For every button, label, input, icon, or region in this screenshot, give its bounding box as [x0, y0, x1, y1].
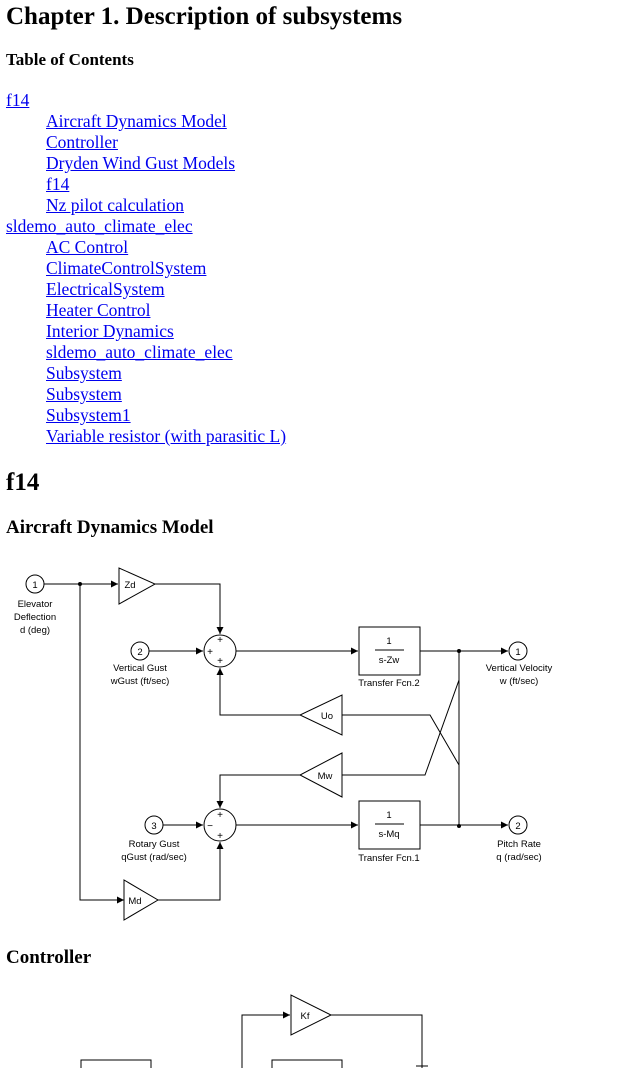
toc-link[interactable]: Aircraft Dynamics Model	[46, 111, 227, 131]
section-title-f14: f14	[6, 469, 40, 496]
transfer-fcn-1-block[interactable]: 1 s-Mq Transfer Fcn.1	[358, 800, 421, 864]
svg-text:Zd: Zd	[124, 580, 135, 591]
toc-link[interactable]: AC Control	[46, 237, 129, 257]
svg-text:+: +	[217, 810, 223, 821]
gain-mw-block[interactable]: Mw	[298, 752, 343, 798]
junction-dot	[457, 649, 461, 653]
toc-item[interactable]: Nz pilot calculation	[46, 195, 184, 215]
subsection-title-controller: Controller	[6, 947, 92, 968]
svg-text:2: 2	[137, 647, 142, 658]
toc-link[interactable]: sldemo_auto_climate_elec	[46, 342, 233, 362]
toc-item[interactable]: Controller	[46, 132, 118, 152]
svg-text:Vertical Gust: Vertical Gust	[113, 663, 167, 674]
toc-item[interactable]: Heater Control	[46, 300, 150, 320]
subsection-title-aircraft-dynamics: Aircraft Dynamics Model	[6, 517, 214, 538]
svg-text:Deflection: Deflection	[14, 612, 56, 623]
svg-text:Transfer Fcn.2: Transfer Fcn.2	[358, 678, 419, 689]
toc-heading: Table of Contents	[6, 50, 134, 69]
svg-text:Rotary Gust: Rotary Gust	[129, 839, 180, 850]
svg-text:s-Mq: s-Mq	[378, 829, 399, 840]
toc-item[interactable]: AC Control	[46, 237, 128, 257]
signal-lines	[44, 580, 508, 1068]
toc-item[interactable]: Variable resistor (with parasitic L)	[46, 426, 286, 446]
sum-block-upper[interactable]: + + +	[203, 634, 237, 668]
toc-link[interactable]: sldemo_auto_climate_elec	[6, 216, 193, 236]
svg-text:qGust (rad/sec): qGust (rad/sec)	[121, 852, 186, 863]
svg-text:d (deg): d (deg)	[20, 625, 50, 636]
inport-3-block[interactable]: 3 Rotary Gust qGust (rad/sec)	[121, 815, 187, 863]
toc-link[interactable]: Heater Control	[46, 300, 151, 320]
inport-1-block[interactable]: 1 Elevator Deflection d (deg)	[14, 574, 56, 636]
gain-md-block[interactable]: Md	[123, 879, 159, 921]
svg-text:+: +	[207, 647, 213, 658]
outport-2-block[interactable]: 2 Pitch Rate q (rad/sec)	[496, 815, 542, 863]
svg-text:1: 1	[515, 647, 520, 658]
chapter-title: Chapter 1. Description of subsystems	[6, 3, 403, 30]
toc-link[interactable]: f14	[6, 90, 30, 110]
toc-item[interactable]: f14	[46, 174, 69, 194]
svg-text:q (rad/sec): q (rad/sec)	[496, 852, 541, 863]
toc-link[interactable]: Subsystem1	[46, 405, 131, 425]
svg-text:Mw: Mw	[318, 771, 333, 782]
toc-link[interactable]: ClimateControlSystem	[46, 258, 207, 278]
svg-text:w (ft/sec): w (ft/sec)	[499, 676, 539, 687]
gain-uo-block[interactable]: Uo	[298, 694, 343, 736]
controller-block-partial[interactable]	[271, 1059, 343, 1068]
transfer-fcn-2-block[interactable]: 1 s-Zw Transfer Fcn.2	[358, 626, 421, 689]
toc-item[interactable]: ElectricalSystem	[46, 279, 165, 299]
toc-link[interactable]: Subsystem	[46, 363, 122, 383]
toc-item[interactable]: Interior Dynamics	[46, 321, 174, 341]
svg-text:s-Zw: s-Zw	[379, 655, 400, 666]
toc-link[interactable]: Subsystem	[46, 384, 122, 404]
outport-1-block[interactable]: 1 Vertical Velocity w (ft/sec)	[486, 641, 553, 687]
svg-text:Elevator: Elevator	[18, 599, 53, 610]
toc-item[interactable]: Aircraft Dynamics Model	[46, 111, 227, 131]
svg-text:Uo: Uo	[321, 711, 333, 722]
sum-block-lower[interactable]: + − +	[203, 808, 237, 842]
svg-text:Md: Md	[128, 896, 141, 907]
toc-link[interactable]: Nz pilot calculation	[46, 195, 185, 215]
junction-dot	[78, 582, 82, 586]
toc-link[interactable]: f14	[46, 174, 70, 194]
svg-text:+: +	[217, 831, 223, 842]
svg-text:−: −	[207, 821, 213, 832]
toc-item[interactable]: sldemo_auto_climate_elec	[46, 342, 233, 362]
svg-text:+: +	[217, 635, 223, 646]
gain-zd-block[interactable]: Zd	[118, 567, 157, 605]
toc-link[interactable]: Controller	[46, 132, 118, 152]
svg-text:3: 3	[151, 821, 156, 832]
svg-text:1: 1	[386, 636, 391, 647]
toc-item[interactable]: Subsystem	[46, 384, 122, 404]
toc-item[interactable]: Subsystem1	[46, 405, 131, 425]
toc-link[interactable]: Interior Dynamics	[46, 321, 174, 341]
gain-kf-block[interactable]: Kf	[290, 994, 333, 1036]
svg-text:+: +	[217, 656, 223, 667]
toc-item[interactable]: ClimateControlSystem	[46, 258, 206, 278]
svg-text:Transfer Fcn.1: Transfer Fcn.1	[358, 853, 419, 864]
svg-text:Kf: Kf	[301, 1011, 310, 1022]
svg-text:Vertical Velocity: Vertical Velocity	[486, 663, 553, 674]
inport-2-block[interactable]: 2 Vertical Gust wGust (ft/sec)	[110, 641, 170, 687]
svg-text:wGust (ft/sec): wGust (ft/sec)	[110, 676, 170, 687]
toc-link[interactable]: Variable resistor (with parasitic L)	[46, 426, 287, 446]
toc-item[interactable]: Subsystem	[46, 363, 122, 383]
toc-link[interactable]: Dryden Wind Gust Models	[46, 153, 236, 173]
toc-item[interactable]: sldemo_auto_climate_elec	[6, 216, 193, 236]
svg-text:1: 1	[32, 580, 37, 591]
toc-item[interactable]: Dryden Wind Gust Models	[46, 153, 235, 173]
junction-dot	[457, 824, 461, 828]
svg-text:2: 2	[515, 821, 520, 832]
toc-item[interactable]: f14	[6, 90, 29, 110]
toc-link[interactable]: ElectricalSystem	[46, 279, 165, 299]
svg-text:1: 1	[386, 810, 391, 821]
svg-text:Pitch Rate: Pitch Rate	[497, 839, 541, 850]
controller-block-partial[interactable]	[80, 1059, 152, 1068]
